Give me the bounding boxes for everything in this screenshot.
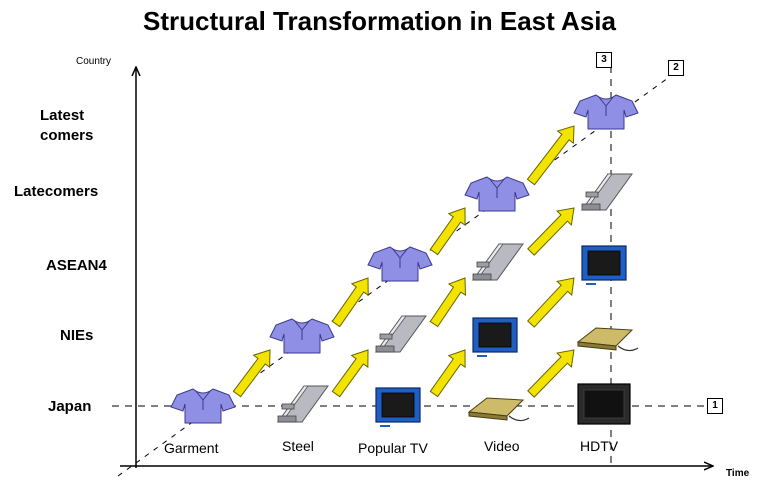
progression-arrow-icon [429, 349, 466, 398]
progression-arrow-icon [527, 349, 575, 398]
progression-arrow-icon [331, 349, 369, 398]
steel-beam-icon [375, 315, 427, 353]
steel-beam-icon [472, 243, 524, 281]
steel-beam-icon [277, 385, 329, 423]
country-label-latecomers: Latecomers [14, 183, 99, 200]
diagram-title: Structural Transformation in East Asia [143, 6, 616, 36]
industry-label-hdtv: HDTV [580, 438, 619, 454]
tv-icon [581, 245, 627, 285]
vcr-icon [467, 397, 530, 422]
shirt-icon [367, 246, 433, 282]
progression-arrow-icon [526, 125, 575, 186]
marker-box-diagonal: 2 [668, 60, 684, 76]
marker-box-vertical-line: 3 [596, 52, 612, 68]
tv-icon [472, 317, 518, 357]
progression-arrow-icon [527, 207, 575, 256]
hdtv-icon [577, 383, 631, 425]
industry-label-popular-tv: Popular TV [358, 440, 428, 456]
progression-arrow-icon [429, 277, 466, 328]
country-label-japan: Japan [48, 398, 92, 415]
country-label-asean4: ASEAN4 [46, 257, 107, 274]
shirt-icon [464, 176, 530, 212]
marker-box-japan-line: 1 [707, 398, 723, 414]
shirt-icon [573, 94, 639, 130]
progression-arrow-icon [527, 277, 575, 328]
shirt-icon [269, 318, 335, 354]
industry-label-garment: Garment [164, 440, 219, 456]
progression-arrow-icon [429, 207, 466, 256]
industry-label-steel: Steel [282, 438, 314, 454]
shirt-icon [170, 388, 236, 424]
country-label-latest-comers: Latest comers [40, 107, 94, 144]
country-label-nies: NIEs [60, 327, 94, 344]
x-axis-label: Time [726, 468, 750, 479]
vcr-icon [576, 327, 639, 352]
progression-arrow-icon [232, 349, 271, 398]
tv-icon [375, 387, 421, 427]
industry-label-video: Video [484, 438, 520, 454]
steel-beam-icon [581, 173, 633, 211]
progression-arrow-icon [331, 277, 369, 328]
y-axis-label: Country [76, 56, 112, 67]
